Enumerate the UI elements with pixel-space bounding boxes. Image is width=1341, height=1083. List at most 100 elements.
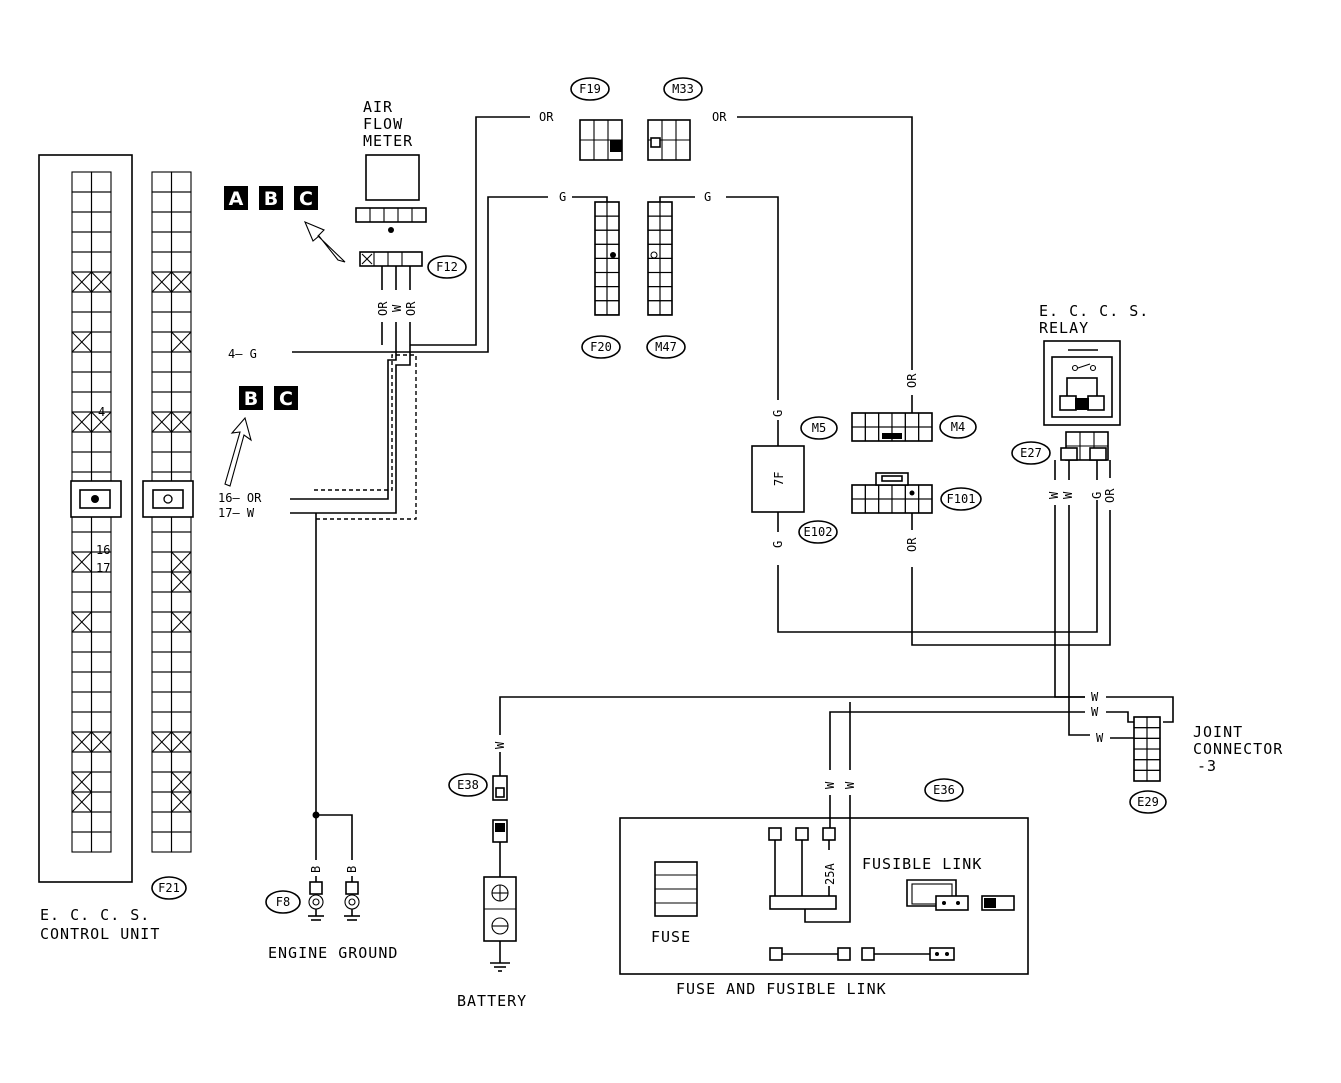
air-flow-meter: AIR FLOW METER F12 OR W OR xyxy=(355,98,467,316)
connector-tag-f21 xyxy=(151,876,187,900)
battery: E38 BATTERY xyxy=(448,752,527,1010)
pin-label-4: 4 xyxy=(98,405,105,419)
svg-text:F8: F8 xyxy=(276,895,290,909)
fusible-link-label: FUSIBLE LINK xyxy=(862,855,982,873)
engine-ground-label: ENGINE GROUND xyxy=(268,944,398,962)
svg-text:M5: M5 xyxy=(812,421,826,435)
eccs-relay: E. C. C. S. RELAY E27 W W G OR xyxy=(1011,302,1149,736)
svg-text:F19: F19 xyxy=(579,82,601,96)
connector-tag-f12 xyxy=(427,255,467,279)
view-badges-top: A B C xyxy=(224,186,346,263)
connector-tag-e36 xyxy=(924,778,964,802)
badge-b: B xyxy=(264,188,278,210)
relay-wire-or: OR xyxy=(1103,488,1117,503)
connector-f101: F101 OR xyxy=(851,472,1111,646)
connector-tag-e102 xyxy=(798,520,838,544)
svg-text:F21: F21 xyxy=(158,881,180,895)
wire-label-w-fuse-2: W xyxy=(843,781,857,789)
wire-label-w-fuse-1: W xyxy=(823,781,837,789)
svg-text:E36: E36 xyxy=(933,783,955,797)
battery-label: BATTERY xyxy=(457,992,527,1010)
air-flow-meter-label-3: METER xyxy=(363,132,413,150)
connector-tag-f101 xyxy=(940,487,982,511)
badge-b-2: B xyxy=(244,388,258,410)
arrow-icon-2 xyxy=(224,416,252,487)
relay-wire-g: G xyxy=(1090,492,1104,499)
wire-label-g-f20: G xyxy=(559,190,566,204)
jc-wire-w-1: W xyxy=(1091,690,1099,704)
ground-wire-b-1: B xyxy=(309,866,323,873)
connector-tag-f20 xyxy=(581,335,621,359)
badge-c: C xyxy=(299,188,313,210)
connector-tag-m5 xyxy=(800,416,838,440)
pin-label-16: 16 xyxy=(96,543,110,557)
relay-wire-w-2: W xyxy=(1061,491,1075,499)
ground-wire-b-2: B xyxy=(345,866,359,873)
f12-wire-or-1: OR xyxy=(376,301,390,316)
svg-text:F12: F12 xyxy=(436,260,458,274)
svg-text:M4: M4 xyxy=(951,420,965,434)
joint-connector-label-3: -3 xyxy=(1197,757,1217,775)
air-flow-meter-label-1: AIR xyxy=(363,98,393,116)
wire-label-17-w: 17— W xyxy=(218,506,255,520)
control-unit-title-2: CONTROL UNIT xyxy=(40,925,160,943)
svg-text:E38: E38 xyxy=(457,778,479,792)
connector-tag-f8 xyxy=(265,890,301,914)
wire-label-or-m4: OR xyxy=(905,373,919,388)
svg-text:E29: E29 xyxy=(1137,795,1159,809)
connector-f20: F20 xyxy=(581,201,621,359)
arrow-icon xyxy=(303,220,346,263)
view-badges-bottom: B C xyxy=(224,386,298,487)
f12-wire-w: W xyxy=(390,304,404,312)
connector-tag-e38 xyxy=(448,773,488,797)
connector-tag-m47 xyxy=(646,335,686,359)
connector-m33: M33 xyxy=(647,77,703,161)
joint-connector-label-2: CONNECTOR xyxy=(1193,740,1283,758)
fuse-and-fusible-link-label: FUSE AND FUSIBLE LINK xyxy=(676,980,887,998)
fuse-and-fusible-link: E36 FUSE 25A FUSIBLE LINK FUSE AND xyxy=(619,778,1029,998)
control-unit-connector-f21 xyxy=(151,171,192,853)
connector-m4: OR M4 xyxy=(851,373,977,442)
control-unit-connector-left xyxy=(71,171,112,853)
joint-connector-3: W W W E29 JOINT CONNECTOR -3 xyxy=(1091,690,1283,814)
svg-text:E27: E27 xyxy=(1020,446,1042,460)
joint-connector-label-1: JOINT xyxy=(1193,723,1243,741)
wire-label-w-e38: W xyxy=(493,741,507,749)
connector-tag-m33 xyxy=(663,77,703,101)
badge-c-2: C xyxy=(279,388,293,410)
connector-tag-f19 xyxy=(570,77,610,101)
air-flow-meter-body xyxy=(365,154,420,201)
wire-label-g-e102: G xyxy=(771,541,785,548)
wire-label-16-or: 16— OR xyxy=(218,491,262,505)
connector-f19: F19 xyxy=(570,77,623,161)
wire-label-g-m5: G xyxy=(771,410,785,417)
eccs-relay-label-1: E. C. C. S. xyxy=(1039,302,1149,320)
svg-text:M47: M47 xyxy=(655,340,677,354)
fuse-25a-label: 25A xyxy=(823,863,837,885)
wire-label-or-f19: OR xyxy=(539,110,554,124)
svg-text:E102: E102 xyxy=(804,525,833,539)
jc-wire-w-3: W xyxy=(1096,731,1104,745)
svg-text:M33: M33 xyxy=(672,82,694,96)
badge-a: A xyxy=(229,188,244,210)
connector-m47: M47 xyxy=(646,201,686,359)
wire-label-4-g: 4— G xyxy=(228,347,257,361)
f12-wire-or-2: OR xyxy=(404,301,418,316)
air-flow-meter-label-2: FLOW xyxy=(363,115,403,133)
control-unit-outline xyxy=(38,154,133,883)
wire-label-or-m33: OR xyxy=(712,110,727,124)
f12-connector xyxy=(359,251,423,267)
svg-text:F101: F101 xyxy=(947,492,976,506)
wire-label-g-m47: G xyxy=(704,190,711,204)
connector-tag-m4 xyxy=(939,415,977,439)
wire-label-or-f101: OR xyxy=(905,537,919,552)
eccs-relay-label-2: RELAY xyxy=(1039,319,1089,337)
jc-wire-w-2: W xyxy=(1091,705,1099,719)
fuse-7f-block: G 7F G M5 E102 xyxy=(751,410,1098,633)
pin-label-17: 17 xyxy=(96,561,110,575)
svg-text:F20: F20 xyxy=(590,340,612,354)
engine-ground: B B F8 ENGINE GROUND xyxy=(265,866,398,962)
eccs-control-unit: 4 16 17 E. C. C. S. CONTROL UNIT F21 xyxy=(38,154,194,943)
connector-tag-e27 xyxy=(1011,441,1051,465)
